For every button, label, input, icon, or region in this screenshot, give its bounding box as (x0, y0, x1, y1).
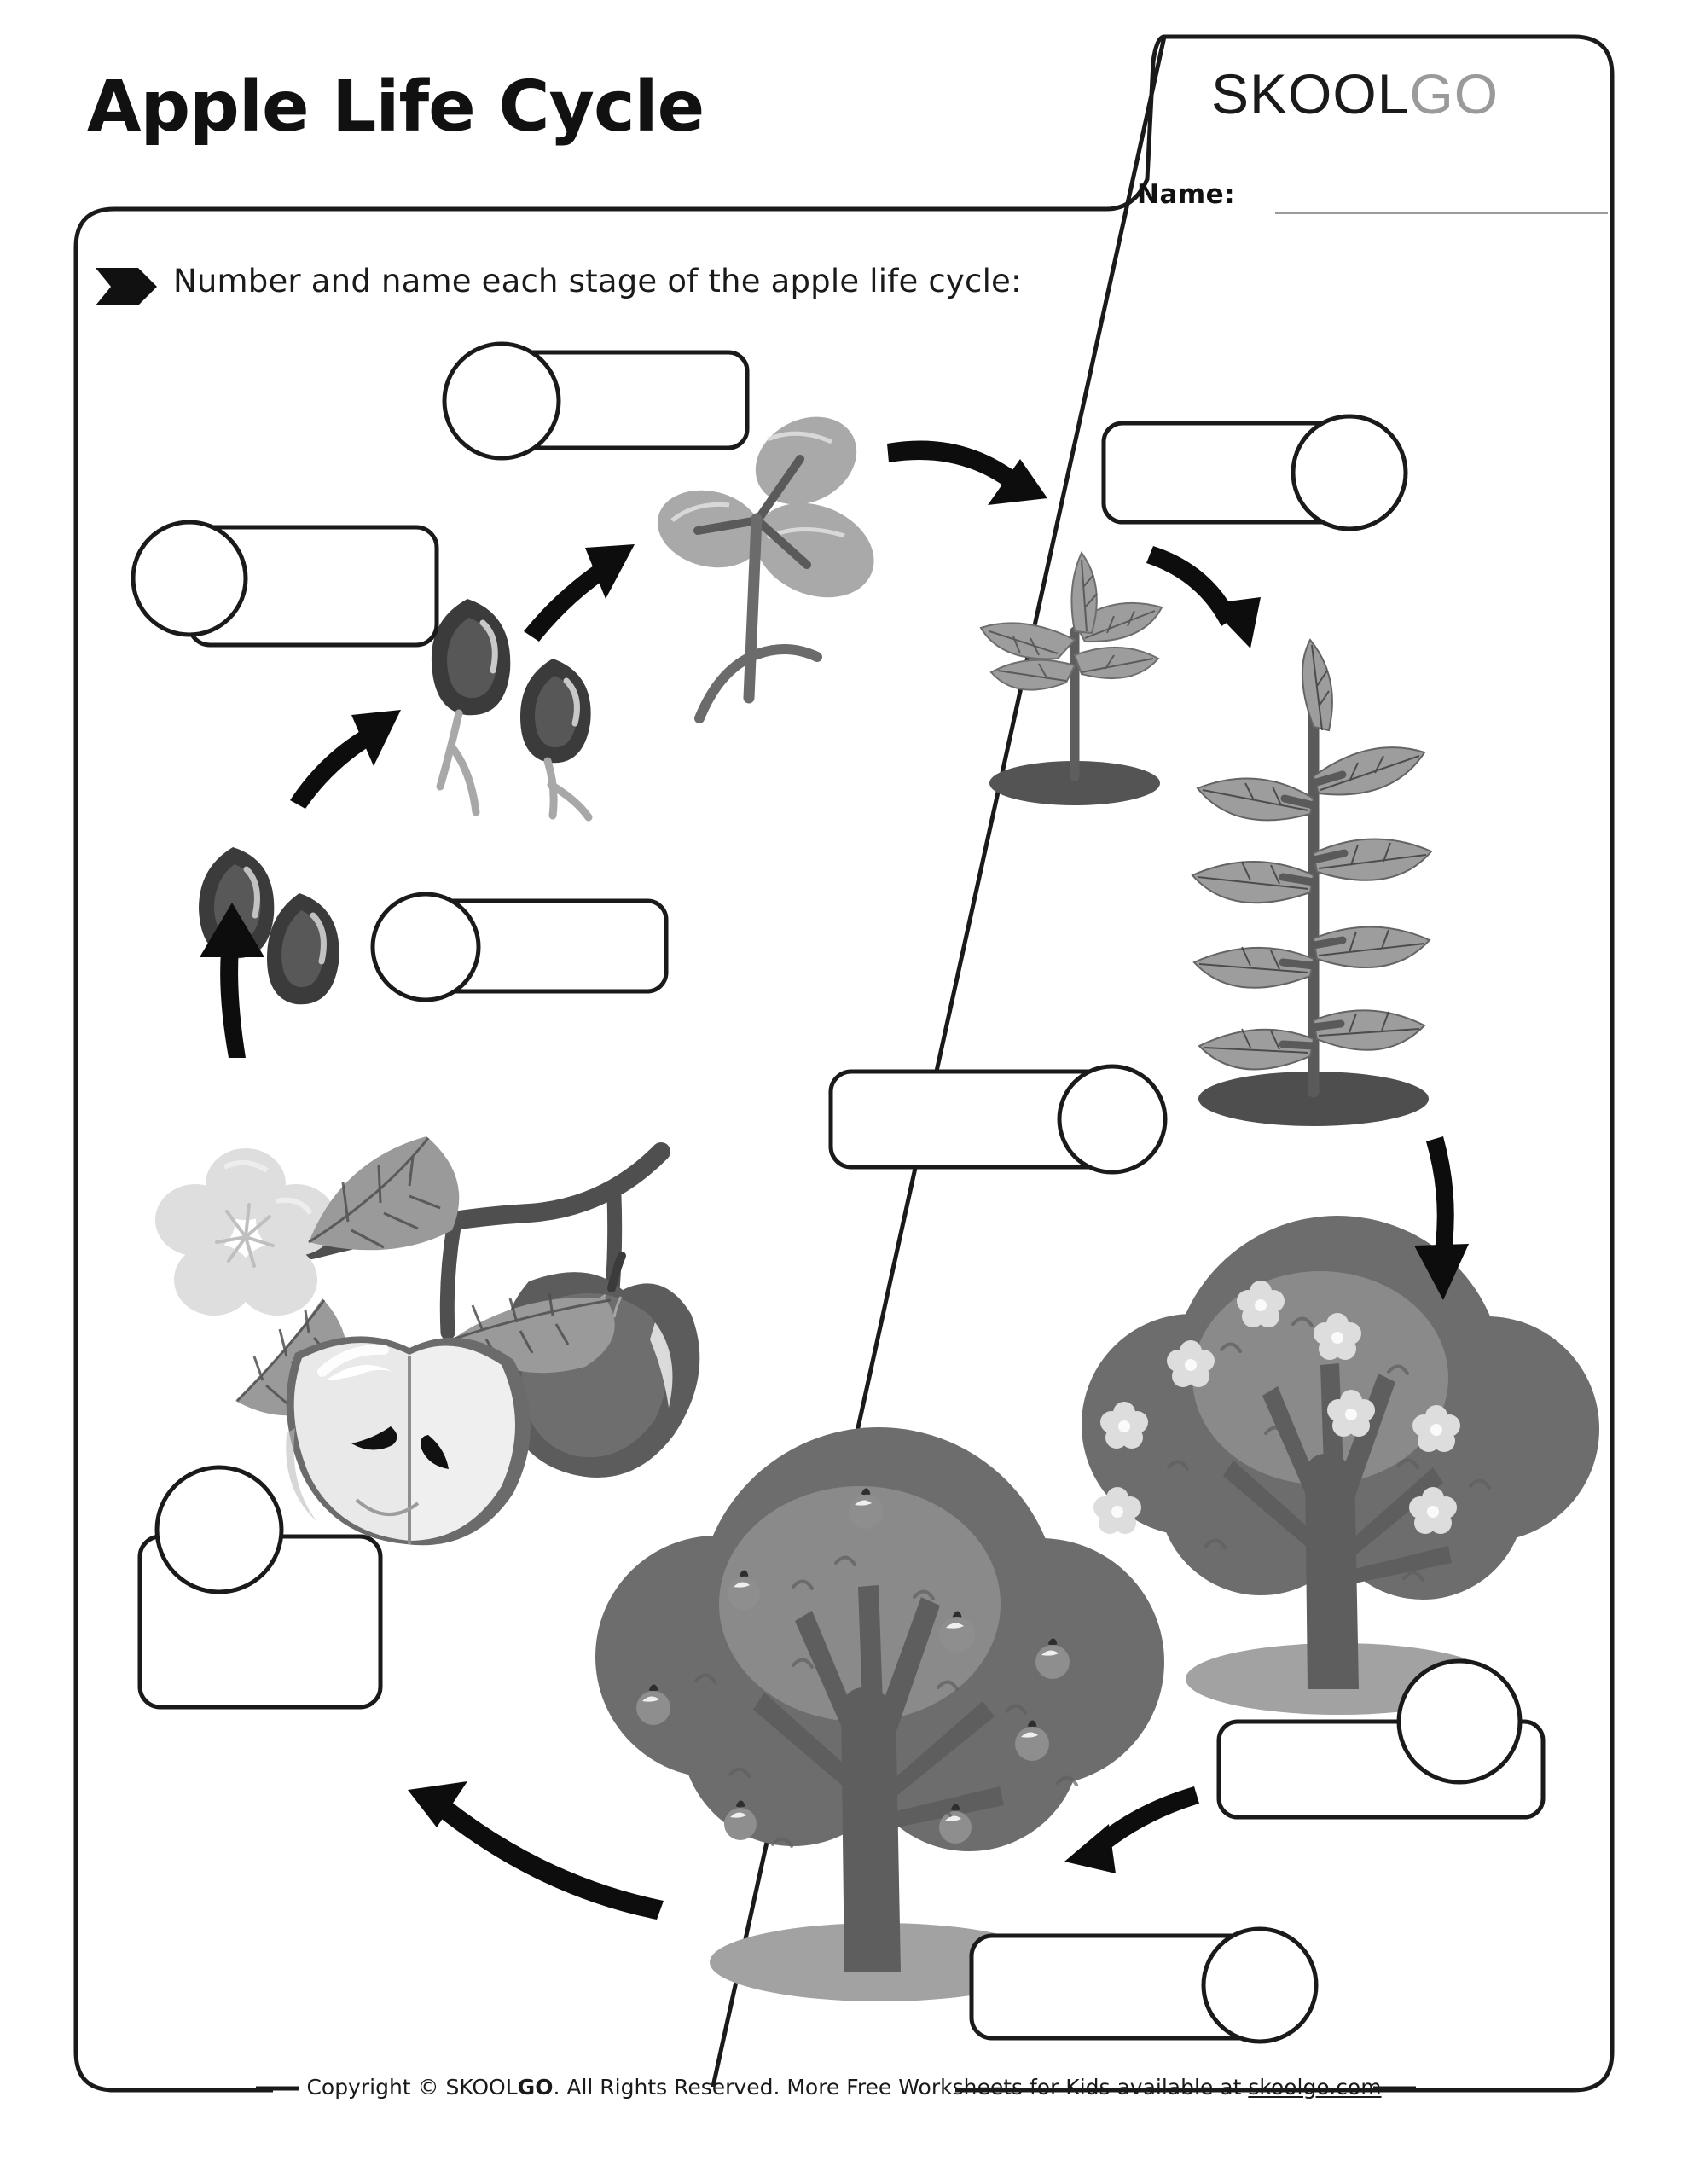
stage-germinating-seed-slot[interactable] (111, 512, 461, 657)
arrow-apple-to-seed (200, 903, 264, 1058)
arrow-young-plant-to-blossoming-tree (1414, 1136, 1469, 1300)
stage-apple-fruit-slot[interactable] (128, 1455, 401, 1728)
logo-skool-text: SKOOL (1211, 62, 1410, 125)
stage-fruiting-tree-slot[interactable] (960, 1924, 1319, 2069)
apple-seeds-icon (192, 840, 380, 1015)
footer-prefix: Copyright © SKOOL (306, 2075, 518, 2100)
name-label: Name: (1137, 179, 1236, 210)
footer-copyright: Copyright © SKOOLGO. All Rights Reserved… (0, 2075, 1688, 2100)
name-input-line[interactable] (1275, 212, 1608, 214)
arrow-seedling-to-young-plant (1146, 546, 1261, 648)
stage-blossoming-tree-slot[interactable] (1207, 1655, 1565, 1826)
seedling-icon (938, 512, 1211, 810)
arrow-germinating-to-sprout (524, 544, 635, 642)
page-title: Apple Life Cycle (87, 67, 705, 148)
instruction-text: Number and name each stage of the apple … (173, 263, 1022, 299)
arrow-blossoming-to-fruiting (1064, 1786, 1199, 1873)
blossoming-tree-icon (1064, 1211, 1627, 1723)
footer-brand-go: GO (517, 2075, 554, 2100)
arrow-seed-to-germinating (290, 710, 401, 809)
stage-sprout-slot[interactable] (426, 337, 759, 465)
stage-seedling-slot[interactable] (1092, 410, 1433, 546)
stage-seed-slot[interactable] (354, 887, 678, 1007)
footer-link[interactable]: skoolgo.com (1248, 2075, 1382, 2100)
skoolgo-logo: SKOOLGO (1211, 61, 1499, 126)
chevron-flag-icon (96, 268, 157, 305)
arrow-sprout-to-seedling (887, 440, 1047, 505)
stage-young-plant-slot[interactable] (819, 1058, 1177, 1186)
footer-middle: . All Rights Reserved. More Free Workshe… (553, 2075, 1249, 2100)
young-plant-icon (1134, 631, 1493, 1126)
arrow-fruiting-to-apple (408, 1781, 664, 1920)
logo-go-text: GO (1409, 62, 1499, 125)
